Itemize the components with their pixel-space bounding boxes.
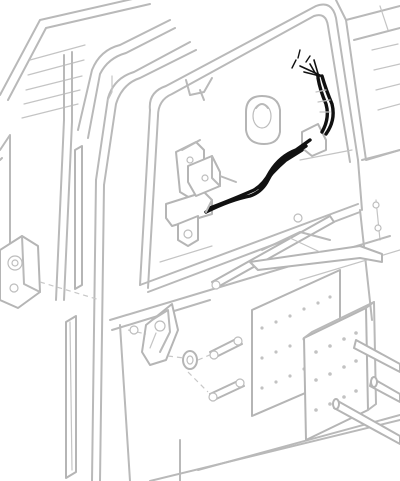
hinge-left <box>0 235 101 309</box>
lock-link-rod <box>211 213 383 290</box>
wiring-harness <box>204 49 335 214</box>
spindle-rods <box>332 339 400 445</box>
door-handle <box>127 303 179 366</box>
window-panel <box>139 3 363 293</box>
grommet <box>167 350 213 370</box>
door-frame-inner <box>77 19 197 481</box>
door-frame-left <box>0 0 151 301</box>
door-frame-right <box>335 0 400 321</box>
vertical-trim-strip <box>65 145 83 479</box>
latch-plate <box>303 301 377 441</box>
handle-clip <box>245 95 281 145</box>
door-switch <box>187 155 237 197</box>
latch-links <box>187 336 245 402</box>
